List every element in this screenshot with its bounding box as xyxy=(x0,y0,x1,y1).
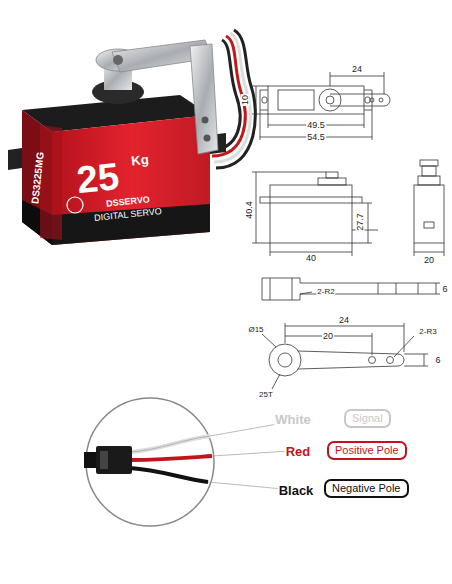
wire-function-text: Signal xyxy=(352,412,383,425)
dimension: 24 xyxy=(351,65,363,74)
horn-top-drawing xyxy=(262,323,428,389)
dimension: 25T xyxy=(258,391,274,399)
dimension: 40.4 xyxy=(245,200,254,220)
dimension: 6 xyxy=(441,285,448,294)
dimension: 24 xyxy=(338,316,350,325)
wire-function-box: Negative Pole xyxy=(324,479,409,498)
dimension: 49.5 xyxy=(306,121,326,130)
dimension: Ø15 xyxy=(247,326,264,334)
top-view-drawing xyxy=(252,72,390,140)
wire-function-box: Signal xyxy=(344,409,391,428)
dimension: 20 xyxy=(322,332,334,341)
wire-function-text: Positive Pole xyxy=(335,444,399,457)
torque-number: 25 xyxy=(75,157,121,199)
wire-color: Red xyxy=(285,445,312,458)
dimension: 54.5 xyxy=(306,133,326,142)
dimension: 20 xyxy=(423,256,435,265)
wire-function-box: Positive Pole xyxy=(327,441,407,460)
servo-photo xyxy=(8,30,255,245)
plug-magnifier xyxy=(84,398,306,526)
dimension: 2-R3 xyxy=(418,328,437,336)
dimension: 10 xyxy=(241,94,250,106)
dimension: 2-R2 xyxy=(316,288,335,296)
wire-color: Black xyxy=(278,484,315,497)
front-view-drawing xyxy=(252,160,444,256)
torque-unit: Kg xyxy=(131,153,150,168)
horn-side-drawing xyxy=(262,278,440,300)
dimension: 6 xyxy=(434,356,441,365)
wire-color: White xyxy=(274,413,311,426)
dimension: 27.7 xyxy=(356,212,365,232)
wire-function-text: Negative Pole xyxy=(332,482,401,495)
dimension: 40 xyxy=(305,254,317,263)
